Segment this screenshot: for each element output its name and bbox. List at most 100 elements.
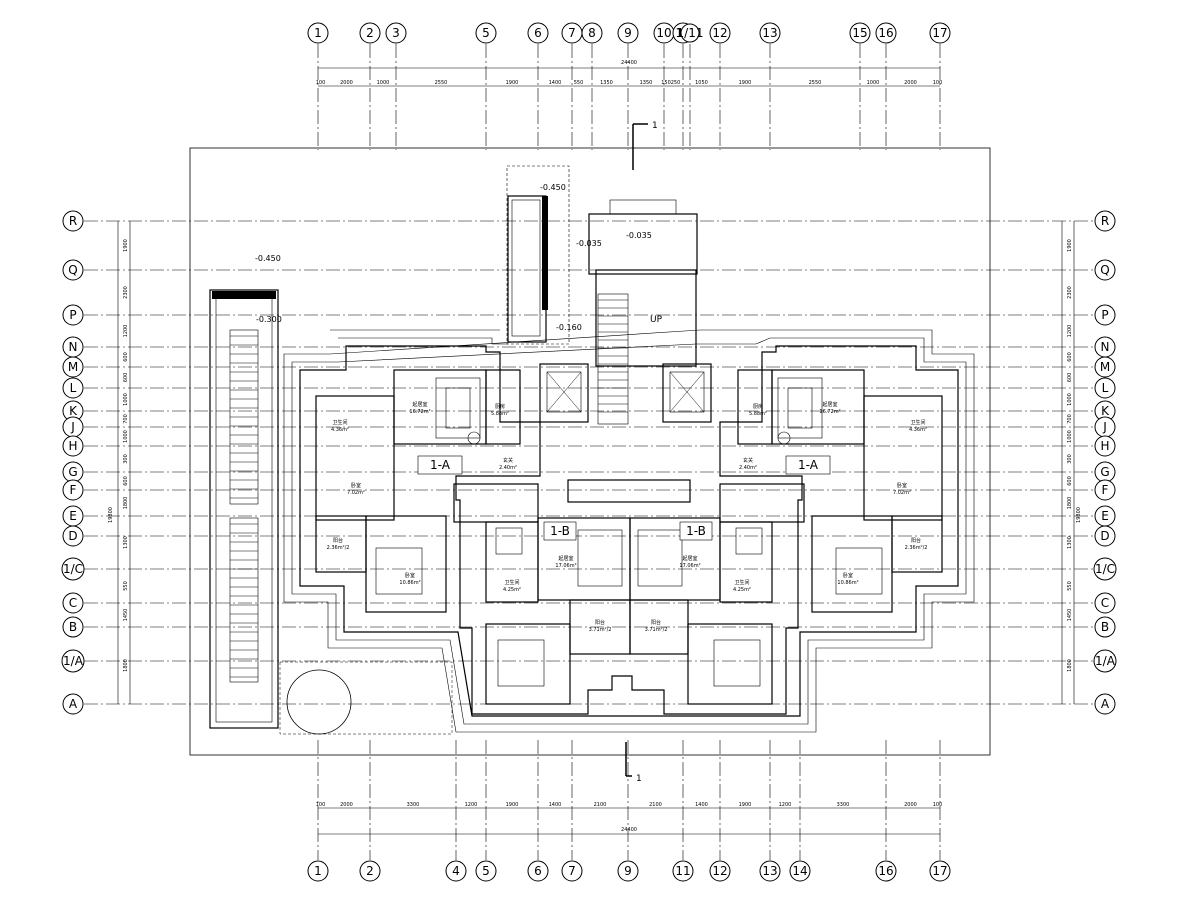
svg-text:D: D [1100, 529, 1109, 543]
axis-bubble-N: N [62, 336, 84, 358]
axis-bubble-Q: Q [1094, 259, 1116, 281]
svg-text:14: 14 [792, 864, 807, 878]
segment-dimension: 3300 [407, 802, 420, 808]
axis-bubble-F: F [1094, 479, 1116, 501]
segment-dimension: 1000 [123, 430, 129, 443]
room-area: 5.88m² [749, 411, 767, 417]
left-dimension-chain: 19800 [108, 221, 131, 704]
elevation-mark: -0.450 [255, 254, 281, 263]
svg-text:M: M [1100, 360, 1110, 374]
svg-text:C: C [1101, 596, 1109, 610]
svg-text:R: R [1101, 214, 1109, 228]
right-dimension-chain: 19800 [1061, 221, 1082, 704]
room-area: 16.72m² [409, 409, 430, 415]
axis-bubble-G: G [62, 461, 84, 483]
segment-dimension: 550 [1067, 581, 1073, 591]
axis-bubble-16: 16 [875, 860, 897, 882]
room-area: 2.40m² [739, 465, 757, 471]
axis-bubble-Q: Q [62, 259, 84, 281]
segment-dimension: 1050 [695, 80, 708, 86]
svg-text:17: 17 [932, 864, 947, 878]
axis-bubble-G: G [1094, 461, 1116, 483]
svg-text:P: P [69, 308, 76, 322]
segment-dimension: 1200 [123, 325, 129, 338]
segment-dimension: 1450 [1067, 609, 1073, 622]
room-area: 7.02m² [347, 490, 365, 496]
axis-bubble-9: 9 [617, 860, 639, 882]
svg-text:10: 10 [656, 26, 671, 40]
svg-text:G: G [68, 465, 77, 479]
axis-bubble-R: R [1094, 210, 1116, 232]
svg-text:16: 16 [878, 864, 893, 878]
svg-text:17: 17 [932, 26, 947, 40]
segment-dimension: 1800 [123, 659, 129, 672]
right-segment-dimensions: 1900230012006006001000700100030060018001… [1067, 239, 1073, 672]
svg-text:E: E [1101, 509, 1109, 523]
segment-dimension: 1450 [123, 609, 129, 622]
axis-bubble-D: D [1094, 525, 1116, 547]
segment-dimension: 1000 [867, 80, 880, 86]
axis-bubble-A: A [62, 693, 84, 715]
room-area: 2.40m² [499, 465, 517, 471]
axis-bubble-16: 16 [875, 22, 897, 44]
room-name: 厨房 [753, 403, 763, 410]
svg-text:N: N [69, 340, 78, 354]
left-total-dimension: 19800 [108, 507, 114, 523]
svg-text:4: 4 [452, 864, 460, 878]
svg-text:7: 7 [568, 26, 576, 40]
segment-dimension: 1300 [123, 536, 129, 549]
room-name: 卧室 [405, 572, 415, 579]
segment-dimension: 1000 [1067, 393, 1073, 406]
stair-core [539, 199, 712, 425]
svg-text:1: 1 [314, 864, 322, 878]
axis-bubble-13: 13 [759, 22, 781, 44]
elevation-mark: -0.450 [540, 183, 566, 192]
room-area: 4.25m² [503, 587, 521, 593]
room-name: 阳台 [651, 619, 661, 626]
room-area: 17.06m² [679, 563, 700, 569]
svg-text:13: 13 [762, 26, 777, 40]
segment-dimension: 600 [123, 476, 129, 486]
axis-bubble-C: C [62, 592, 84, 614]
svg-text:C: C [69, 596, 77, 610]
svg-text:1/11: 1/11 [677, 26, 704, 40]
segment-dimension: 150 [661, 80, 671, 86]
svg-text:1/A: 1/A [63, 654, 84, 668]
segment-dimension: 1900 [739, 802, 752, 808]
room-name: 玄关 [503, 457, 513, 464]
room-name: 卫生间 [734, 579, 749, 586]
axis-bubble-N: N [1094, 336, 1116, 358]
svg-text:13: 13 [762, 864, 777, 878]
exterior-ramp [209, 289, 279, 729]
svg-text:9: 9 [624, 864, 632, 878]
axis-bubble-6: 6 [527, 22, 549, 44]
svg-text:7: 7 [568, 864, 576, 878]
right-total-dimension: 19800 [1076, 507, 1082, 523]
svg-text:N: N [1101, 340, 1110, 354]
svg-text:L: L [70, 381, 77, 395]
bottom-dimension-chain: 24400 [318, 807, 940, 835]
section-cut-bottom: 1 [625, 742, 642, 784]
unit-label: 1-A [798, 458, 819, 472]
svg-text:Q: Q [68, 263, 77, 277]
segment-dimension: 1400 [549, 802, 562, 808]
segment-dimension: 1350 [640, 80, 653, 86]
room-name: 起居室 [412, 401, 427, 408]
unit-label: 1-A [430, 458, 451, 472]
segment-dimension: 1000 [1067, 430, 1073, 443]
svg-text:Q: Q [1100, 263, 1109, 277]
segment-dimension: 600 [123, 352, 129, 362]
segment-dimension: 1000 [123, 393, 129, 406]
elevation-mark: -0.035 [626, 231, 652, 240]
room-area: 4.25m² [733, 587, 751, 593]
segment-dimension: 2000 [340, 80, 353, 86]
axis-bubble-8: 8 [581, 22, 603, 44]
svg-text:1: 1 [314, 26, 322, 40]
segment-dimension: 1200 [465, 802, 478, 808]
svg-text:12: 12 [712, 864, 727, 878]
segment-dimension: 2100 [649, 802, 662, 808]
svg-text:P: P [1101, 308, 1108, 322]
segment-dimension: 1200 [1067, 325, 1073, 338]
room-name: 厨房 [495, 403, 505, 410]
